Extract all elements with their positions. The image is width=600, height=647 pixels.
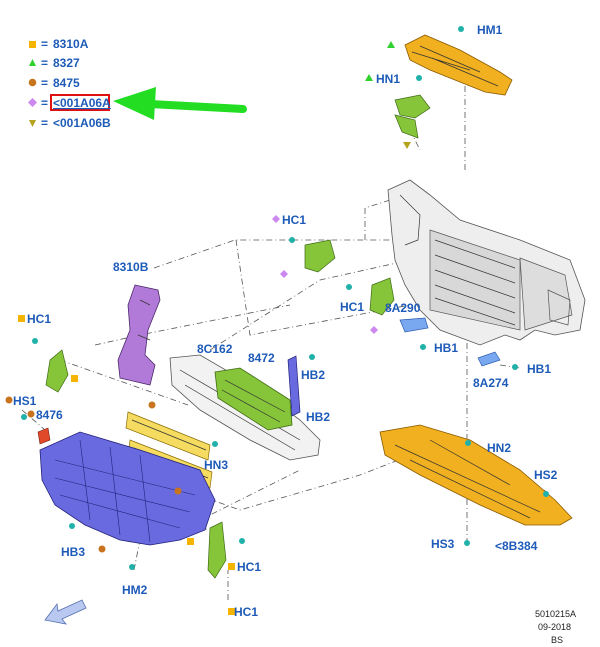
stamp-date: 09-2018 xyxy=(538,622,571,632)
square-icon xyxy=(18,315,25,322)
label-hs1: HS1 xyxy=(13,394,37,408)
legend-eq: = xyxy=(41,37,48,51)
hc1-bracket xyxy=(304,239,336,273)
label-hc1: HC1 xyxy=(282,213,306,227)
circle-icon xyxy=(174,487,182,495)
label-hc1: HC1 xyxy=(27,312,51,326)
label-hm2: HM2 xyxy=(122,583,148,597)
label-8a290: 8A290 xyxy=(385,301,421,315)
label-8310b: 8310B xyxy=(113,260,149,274)
label-hb1: HB1 xyxy=(434,341,458,355)
part-8310b xyxy=(117,284,161,386)
lower-grille-assembly xyxy=(37,427,216,546)
legend-code: <001A06B xyxy=(53,116,111,130)
legend-triangle-up-icon xyxy=(29,59,36,66)
legend-circle-icon xyxy=(28,78,37,87)
triangle-up-icon xyxy=(365,74,373,81)
under-shield xyxy=(379,424,573,526)
circle-icon xyxy=(27,410,35,418)
legend-square-icon xyxy=(29,41,36,48)
fasteners xyxy=(21,26,549,570)
label-hm1: HM1 xyxy=(477,23,503,37)
stamp-id: 5010215A xyxy=(535,609,576,619)
square-icon xyxy=(187,538,194,545)
legend-eq: = xyxy=(41,56,48,70)
stamp-initials: BS xyxy=(551,635,563,645)
diamond-icon xyxy=(272,215,280,223)
callout-labels: HM1 HN1 HC1 8310B HC1 8A290 HB1 HC1 8C16… xyxy=(13,23,558,619)
label-8472: 8472 xyxy=(248,351,275,365)
label-8b384: <8B384 xyxy=(495,539,538,553)
label-hc1: HC1 xyxy=(340,300,364,314)
diamond-icon xyxy=(280,270,288,278)
green-arrow-icon xyxy=(113,87,247,120)
legend-eq: = xyxy=(41,76,48,90)
circle-icon xyxy=(98,545,106,553)
legend-code: 8310A xyxy=(53,37,89,51)
upper-deflector xyxy=(404,34,513,96)
radiator-support xyxy=(387,179,586,346)
diamond-icon xyxy=(370,326,378,334)
label-hn3: HN3 xyxy=(204,458,228,472)
part-8472 xyxy=(287,355,301,417)
label-hb2: HB2 xyxy=(301,368,325,382)
label-hb3: HB3 xyxy=(61,545,85,559)
legend-triangle-down-icon xyxy=(29,120,36,127)
legend-eq: = xyxy=(41,116,48,130)
left-bracket xyxy=(45,349,69,393)
triangle-up-icon xyxy=(387,41,395,48)
lower-bracket xyxy=(207,521,227,579)
label-hs3: HS3 xyxy=(431,537,455,551)
bracket-8a290 xyxy=(369,277,429,333)
square-icon xyxy=(71,375,78,382)
part-8c162 xyxy=(214,367,293,431)
symbol-markers xyxy=(5,41,411,615)
label-hn1: HN1 xyxy=(376,72,400,86)
label-8476: 8476 xyxy=(36,408,63,422)
legend: = 8310A = 8327 = 8475 = <001A06A = <001A… xyxy=(28,37,111,130)
legend-code: 8475 xyxy=(53,76,80,90)
label-hb1: HB1 xyxy=(527,362,551,376)
legend-code: 8327 xyxy=(53,56,80,70)
circle-icon xyxy=(148,401,156,409)
drawing-stamp: 5010215A 09-2018 BS xyxy=(535,609,576,645)
label-8a274: 8A274 xyxy=(473,376,509,390)
front-direction-arrow-icon xyxy=(44,599,87,625)
label-hs2: HS2 xyxy=(534,468,558,482)
triangle-down-icon xyxy=(403,142,411,149)
upper-bracket xyxy=(394,94,431,139)
label-hc1: HC1 xyxy=(237,560,261,574)
square-icon xyxy=(228,563,235,570)
square-icon xyxy=(228,608,235,615)
label-hn2: HN2 xyxy=(487,441,511,455)
circle-icon xyxy=(5,396,13,404)
legend-eq: = xyxy=(41,96,48,110)
label-hc1: HC1 xyxy=(234,605,258,619)
part-8a274 xyxy=(477,351,501,367)
legend-diamond-icon xyxy=(28,98,37,107)
legend-code-highlighted: <001A06A xyxy=(53,96,111,110)
label-8c162: 8C162 xyxy=(197,342,233,356)
label-hb2: HB2 xyxy=(306,410,330,424)
legend-highlight-box xyxy=(50,94,110,111)
